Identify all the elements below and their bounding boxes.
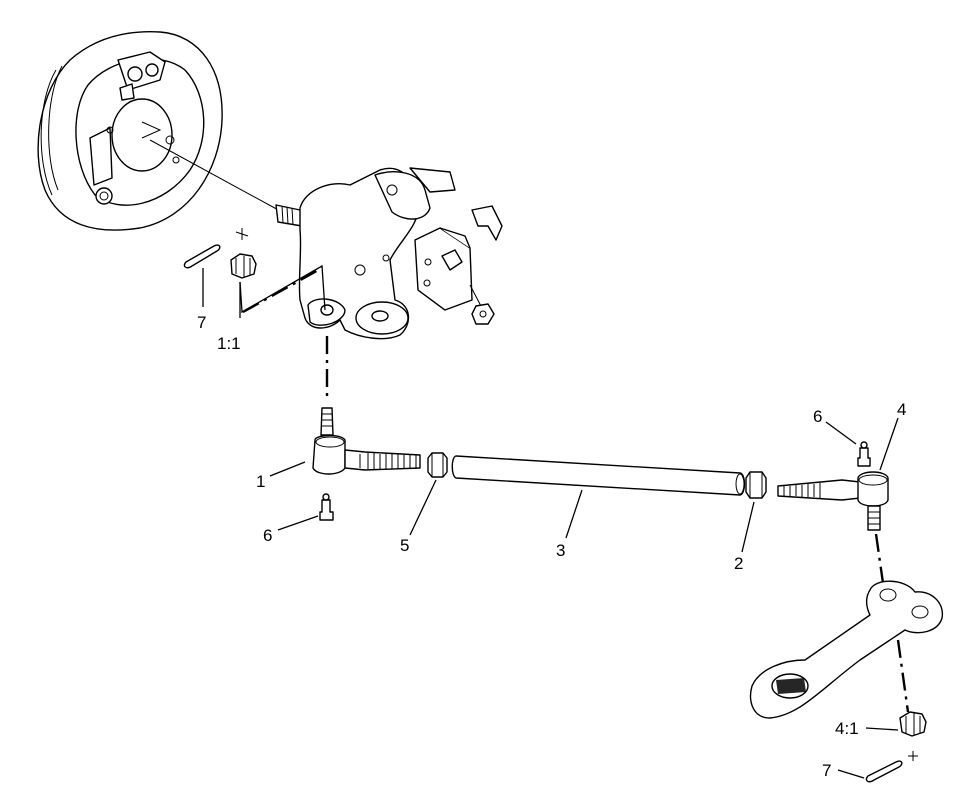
steering-knuckle — [275, 167, 456, 340]
pitman-arm — [749, 580, 944, 719]
steering-stop-bracket — [414, 205, 503, 325]
tie-rod-end-right — [777, 471, 889, 531]
jam-nut-right — [745, 471, 767, 499]
callout-4-1: 4:1 — [835, 719, 859, 738]
callout-5: 5 — [400, 536, 409, 555]
callout-1: 1 — [256, 472, 265, 491]
callout-6-right: 6 — [813, 407, 822, 426]
jam-nut-left — [427, 452, 448, 478]
callout-4: 4 — [897, 400, 906, 419]
callout-1-1: 1:1 — [217, 334, 241, 353]
callout-7-bottom: 7 — [822, 761, 831, 780]
callout-2: 2 — [734, 554, 743, 573]
callout-6-left: 6 — [263, 526, 272, 545]
cotter-pin-bottom — [865, 751, 918, 783]
castle-nut-top — [230, 253, 257, 279]
castle-nut-bottom — [899, 711, 927, 737]
tie-rod-tube — [451, 455, 746, 496]
grease-fitting-left — [319, 493, 334, 521]
grease-fitting-right — [857, 441, 871, 467]
callout-labels: 7 1:1 1 6 5 3 2 6 4 4:1 7 — [197, 313, 906, 780]
brake-backing-plate — [37, 31, 223, 231]
callout-7-top: 7 — [197, 313, 206, 332]
tie-rod-end-left — [312, 407, 421, 475]
cotter-pin-top — [183, 228, 249, 269]
leader-lines — [202, 268, 899, 779]
callout-3: 3 — [556, 541, 565, 560]
